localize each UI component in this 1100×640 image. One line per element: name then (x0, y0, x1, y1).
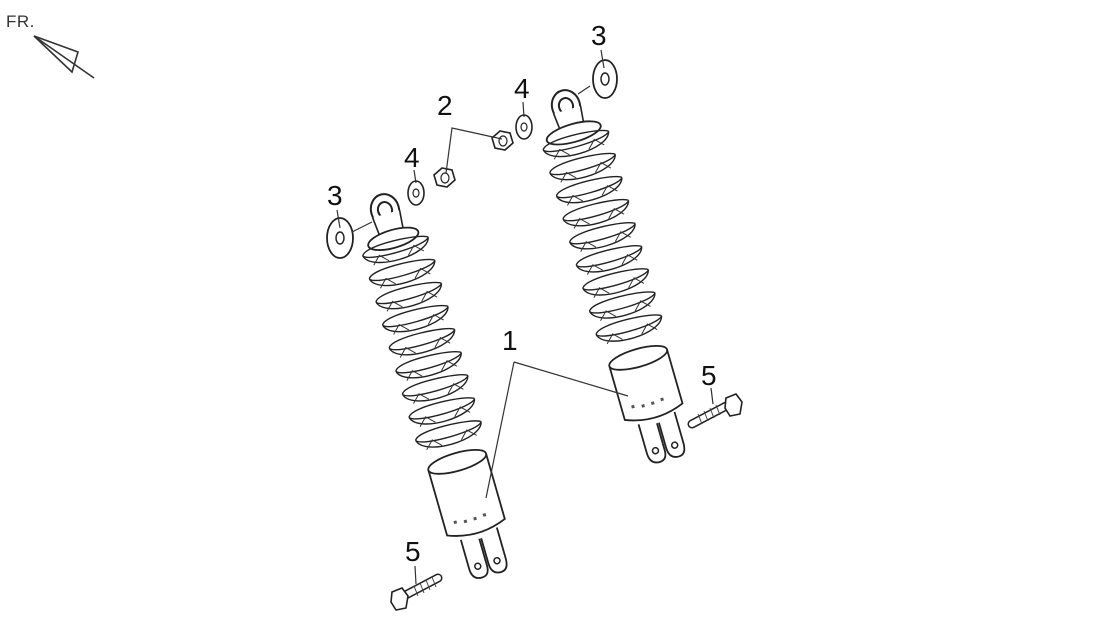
large-washer-left (326, 217, 354, 259)
bolt-left (390, 573, 443, 611)
callout-nut: 2 (437, 90, 453, 121)
nut-left (433, 167, 456, 188)
callout-bolt-left: 5 (405, 536, 421, 567)
callout-bolt-right: 5 (701, 360, 717, 391)
front-direction-arrow-icon (33, 35, 95, 79)
callout-small-washer-left: 4 (404, 142, 420, 173)
small-washer-left (407, 180, 425, 206)
callout-shock-absorber: 1 (502, 325, 518, 356)
nut-right (491, 130, 514, 151)
callout-large-washer-right: 3 (591, 20, 607, 51)
left-shock-absorber (360, 193, 508, 579)
right-shock-absorber (540, 89, 686, 464)
leader-lines (336, 49, 714, 585)
bolt-right (687, 393, 743, 429)
callout-large-washer-left: 3 (327, 180, 343, 211)
small-washer-right (515, 114, 533, 140)
large-washer-right (592, 59, 618, 99)
front-direction-label: FR. (6, 12, 35, 31)
callout-small-washer-right: 4 (514, 73, 530, 104)
